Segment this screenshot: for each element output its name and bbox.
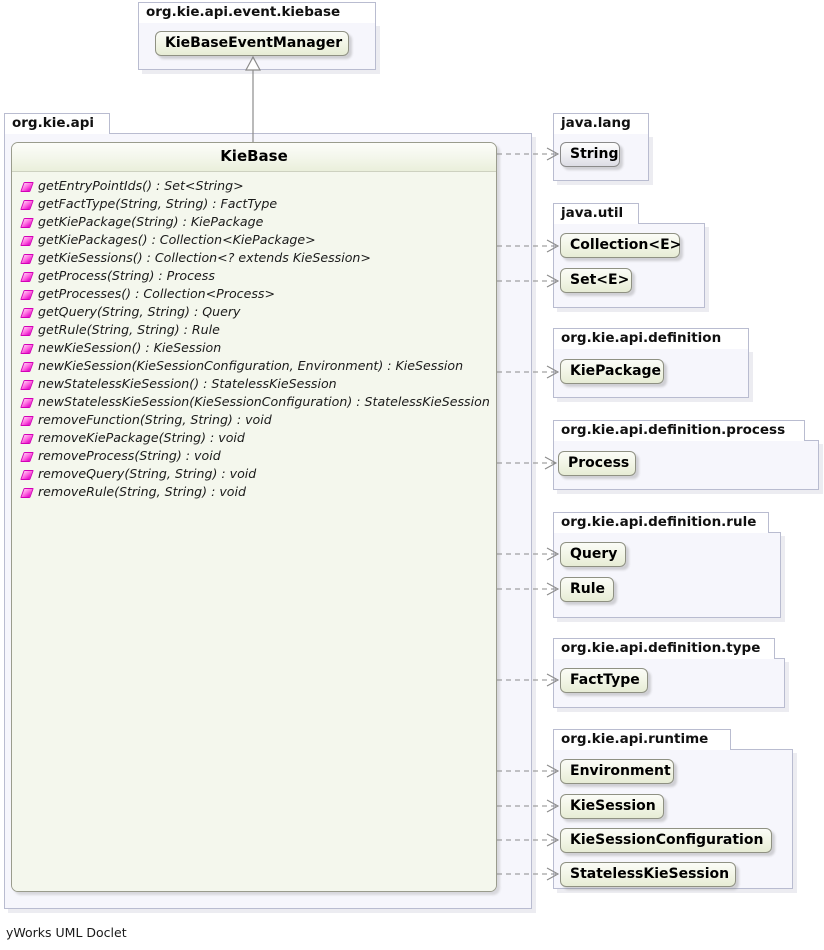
method-icon — [22, 307, 33, 318]
package-kie_definition_rule[interactable]: org.kie.api.definition.rule — [553, 512, 781, 618]
method-icon — [22, 181, 33, 192]
member-row[interactable]: removeFunction(String, String) : void — [12, 411, 496, 429]
type-node-query[interactable]: Query — [560, 542, 626, 567]
member-row[interactable]: removeProcess(String) : void — [12, 447, 496, 465]
member-signature: removeFunction(String, String) : void — [38, 412, 272, 427]
member-signature: removeKiePackage(String) : void — [38, 430, 245, 445]
method-icon — [22, 217, 33, 228]
method-icon — [22, 433, 33, 444]
type-node-rule[interactable]: Rule — [560, 577, 614, 602]
package-label: org.kie.api.definition.process — [553, 420, 805, 441]
member-row[interactable]: getQuery(String, String) : Query — [12, 303, 496, 321]
type-node-statelesskiesession[interactable]: StatelessKieSession — [560, 862, 736, 887]
member-signature: removeQuery(String, String) : void — [38, 466, 257, 481]
member-signature: getKiePackages() : Collection<KiePackage… — [38, 232, 316, 247]
method-icon — [22, 271, 33, 282]
package-label: java.util — [553, 203, 639, 224]
package-kie_definition[interactable]: org.kie.api.definition — [553, 328, 749, 398]
member-row[interactable]: getProcess(String) : Process — [12, 267, 496, 285]
member-row[interactable]: getFactType(String, String) : FactType — [12, 195, 496, 213]
type-node-process[interactable]: Process — [558, 451, 636, 476]
member-signature: getProcesses() : Collection<Process> — [38, 286, 276, 301]
package-label: org.kie.api.runtime — [553, 729, 731, 750]
member-signature: getQuery(String, String) : Query — [38, 304, 241, 319]
method-icon — [22, 199, 33, 210]
member-signature: getKiePackage(String) : KiePackage — [38, 214, 264, 229]
type-node-kiesession[interactable]: KieSession — [560, 794, 664, 819]
type-node-facttype[interactable]: FactType — [560, 668, 648, 693]
package-java_lang[interactable]: java.lang — [553, 113, 649, 181]
type-node-string[interactable]: String — [560, 142, 620, 167]
type-node-kiesessionconfiguration[interactable]: KieSessionConfiguration — [560, 828, 772, 853]
class-box-kiebase[interactable]: KieBase getEntryPointIds() : Set<String>… — [11, 142, 497, 892]
member-row[interactable]: getKiePackages() : Collection<KiePackage… — [12, 231, 496, 249]
package-label: org.kie.api — [4, 113, 110, 134]
member-row[interactable]: removeRule(String, String) : void — [12, 483, 496, 501]
member-signature: newStatelessKieSession(KieSessionConfigu… — [38, 394, 490, 409]
member-signature: newStatelessKieSession() : StatelessKieS… — [38, 376, 337, 391]
member-signature: removeProcess(String) : void — [38, 448, 221, 463]
member-signature: getRule(String, String) : Rule — [38, 322, 220, 337]
package-label: org.kie.api.definition.rule — [553, 512, 769, 533]
footer-credit: yWorks UML Doclet — [6, 925, 127, 940]
method-icon — [22, 343, 33, 354]
member-row[interactable]: newStatelessKieSession() : StatelessKieS… — [12, 375, 496, 393]
type-node-collectione[interactable]: Collection<E> — [560, 233, 681, 258]
class-title: KieBase — [12, 143, 496, 172]
type-node-kiebaseeventmanager[interactable]: KieBaseEventManager — [155, 31, 349, 56]
method-icon — [22, 379, 33, 390]
package-label: java.lang — [553, 113, 649, 134]
method-icon — [22, 487, 33, 498]
member-signature: getFactType(String, String) : FactType — [38, 196, 278, 211]
method-icon — [22, 397, 33, 408]
member-row[interactable]: newStatelessKieSession(KieSessionConfigu… — [12, 393, 496, 411]
member-row[interactable]: getKieSessions() : Collection<? extends … — [12, 249, 496, 267]
method-icon — [22, 325, 33, 336]
member-list: getEntryPointIds() : Set<String> getFactT… — [12, 172, 496, 891]
member-signature: newKieSession(KieSessionConfiguration, E… — [38, 358, 464, 373]
member-row[interactable]: newKieSession(KieSessionConfiguration, E… — [12, 357, 496, 375]
method-icon — [22, 469, 33, 480]
method-icon — [22, 415, 33, 426]
type-node-environment[interactable]: Environment — [560, 759, 674, 784]
method-icon — [22, 361, 33, 372]
package-label: org.kie.api.definition.type — [553, 638, 775, 659]
member-row[interactable]: removeKiePackage(String) : void — [12, 429, 496, 447]
member-signature: getEntryPointIds() : Set<String> — [38, 178, 244, 193]
member-row[interactable]: getRule(String, String) : Rule — [12, 321, 496, 339]
member-row[interactable]: newKieSession() : KieSession — [12, 339, 496, 357]
member-signature: removeRule(String, String) : void — [38, 484, 246, 499]
member-signature: newKieSession() : KieSession — [38, 340, 222, 355]
package-label: org.kie.api.event.kiebase — [138, 2, 376, 23]
package-label: org.kie.api.definition — [553, 328, 749, 349]
method-icon — [22, 289, 33, 300]
type-node-kiepackage[interactable]: KiePackage — [560, 359, 664, 384]
member-signature: getProcess(String) : Process — [38, 268, 215, 283]
method-icon — [22, 235, 33, 246]
member-row[interactable]: getProcesses() : Collection<Process> — [12, 285, 496, 303]
method-icon — [22, 253, 33, 264]
member-signature: getKieSessions() : Collection<? extends … — [38, 250, 371, 265]
method-icon — [22, 451, 33, 462]
member-row[interactable]: getKiePackage(String) : KiePackage — [12, 213, 496, 231]
member-row[interactable]: getEntryPointIds() : Set<String> — [12, 177, 496, 195]
member-row[interactable]: removeQuery(String, String) : void — [12, 465, 496, 483]
type-node-sete[interactable]: Set<E> — [560, 268, 632, 293]
